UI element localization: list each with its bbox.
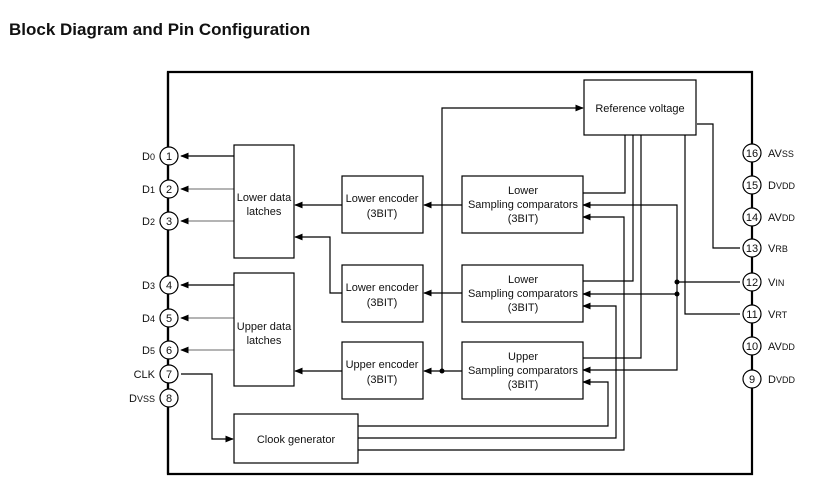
reference-voltage-block: Reference voltage [583, 79, 697, 136]
upper-sampling-label: Upper [508, 351, 538, 363]
upper-data-latches-block: Upper data latches [233, 272, 295, 387]
lower-sampling-comparators-2-block: Lower Sampling comparators (3BIT) [461, 264, 584, 323]
clock-generator-label: Clook generator [257, 434, 336, 446]
upper-encoder-block: Upper encoder (3BIT) [341, 341, 424, 400]
pin-number: 10 [746, 341, 758, 353]
pin-circle [159, 275, 179, 295]
upper-data-latches-label-1: Upper data [237, 321, 292, 333]
pin-circle [742, 143, 762, 163]
pin-1: 1 D0 [142, 146, 179, 166]
pin-14: 14 AVDD [742, 207, 795, 227]
pin-16: 16 AVSS [742, 143, 794, 163]
lower-sampling-1-label: Lower [508, 185, 538, 197]
upper-sampling-bits: (3BIT) [508, 379, 539, 391]
pin-circle [159, 146, 179, 166]
pin-number: 4 [166, 280, 172, 292]
pin-10: 10 AVDD [742, 336, 795, 356]
pin-12: 12 VIN [742, 272, 784, 292]
pin-number: 5 [166, 313, 172, 325]
diagram-title: Block Diagram and Pin Configuration [9, 20, 311, 39]
pin-circle [742, 304, 762, 324]
pin-circle [742, 272, 762, 292]
lower-data-latches-label-2: latches [247, 206, 282, 218]
pin-name: DVDD [768, 180, 795, 192]
pin-2: 2 D1 [142, 179, 179, 199]
pin-6: 6 D5 [142, 340, 179, 360]
lower-encoder-1-label: Lower encoder [346, 193, 419, 205]
lower-encoder-2-label: Lower encoder [346, 282, 419, 294]
pin-circle [742, 369, 762, 389]
pin-circle [742, 238, 762, 258]
pin-circle [159, 364, 179, 384]
pin-number: 6 [166, 345, 172, 357]
pin-15: 15 DVDD [742, 175, 795, 195]
pin-number: 13 [746, 243, 758, 255]
lower-data-latches-label-1: Lower data [237, 192, 292, 204]
pin-circle [742, 175, 762, 195]
wires [180, 104, 740, 451]
lower-sampling-2-label: Lower [508, 274, 538, 286]
pin-9: 9 DVDD [742, 369, 795, 389]
pin-5: 5 D4 [142, 308, 179, 328]
pin-name: CLK [134, 369, 156, 381]
lower-sampling-2-sublabel: Sampling comparators [468, 288, 579, 300]
pin-name: DVDD [768, 374, 795, 386]
pin-number: 7 [166, 369, 172, 381]
lower-encoder-2-block: Lower encoder (3BIT) [341, 264, 424, 323]
pin-number: 11 [746, 309, 757, 321]
pin-number: 15 [746, 180, 758, 192]
pin-number: 3 [166, 216, 172, 228]
pin-number: 2 [166, 184, 172, 196]
lower-sampling-comparators-1-block: Lower Sampling comparators (3BIT) [461, 175, 584, 234]
pin-8: 8 DVSS [129, 388, 179, 408]
lower-data-latches-block: Lower data latches [233, 144, 295, 259]
pin-name: VRT [768, 309, 788, 321]
lower-sampling-2-bits: (3BIT) [508, 302, 539, 314]
upper-encoder-bits: (3BIT) [367, 374, 398, 386]
pin-4: 4 D3 [142, 275, 179, 295]
upper-sampling-comparators-block: Upper Sampling comparators (3BIT) [461, 341, 584, 400]
upper-encoder-label: Upper encoder [346, 359, 419, 371]
lower-encoder-1-bits: (3BIT) [367, 208, 398, 220]
pin-name: D1 [142, 184, 155, 196]
pin-name: DVSS [129, 393, 155, 405]
pin-circle [159, 388, 179, 408]
pin-circle [742, 336, 762, 356]
pin-circle [159, 340, 179, 360]
pin-name: VIN [768, 277, 784, 289]
lower-encoder-2-bits: (3BIT) [367, 297, 398, 309]
pin-name: D3 [142, 280, 155, 292]
left-pins: 1 D0 2 D1 3 D2 4 D3 5 D4 6 D5 7 CLK 8 DVSS [129, 72, 179, 474]
pin-number: 1 [166, 151, 172, 163]
pin-name: D5 [142, 345, 155, 357]
pin-name: D2 [142, 216, 155, 228]
pin-name: AVDD [768, 212, 795, 224]
pin-number: 8 [166, 393, 172, 405]
pin-name: D0 [142, 151, 155, 163]
reference-voltage-label: Reference voltage [595, 103, 684, 115]
pin-7: 7 CLK [134, 364, 179, 384]
pin-3: 3 D2 [142, 211, 179, 231]
lower-sampling-1-sublabel: Sampling comparators [468, 199, 579, 211]
pin-number: 14 [746, 212, 758, 224]
pin-name: D4 [142, 313, 155, 325]
lower-sampling-1-bits: (3BIT) [508, 213, 539, 225]
pin-circle [159, 179, 179, 199]
pin-name: AVSS [768, 148, 794, 160]
pin-circle [742, 207, 762, 227]
pin-name: VRB [768, 243, 788, 255]
pin-13: 13 VRB [742, 238, 788, 258]
upper-sampling-sublabel: Sampling comparators [468, 365, 579, 377]
upper-data-latches-label-2: latches [247, 335, 282, 347]
pin-number: 9 [749, 374, 755, 386]
pin-circle [159, 308, 179, 328]
pin-11: 11 VRT [742, 304, 788, 324]
lower-encoder-1-block: Lower encoder (3BIT) [341, 175, 424, 234]
pin-number: 16 [746, 148, 758, 160]
pin-name: AVDD [768, 341, 795, 353]
clock-generator-block: Clook generator [233, 413, 359, 464]
pin-circle [159, 211, 179, 231]
pin-number: 12 [746, 277, 758, 289]
